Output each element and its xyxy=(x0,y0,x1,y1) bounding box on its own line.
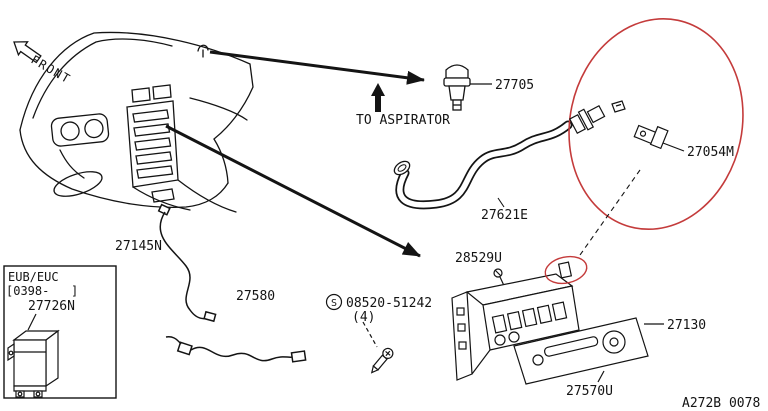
part-label-27705: 27705 xyxy=(495,78,534,93)
leader-27726N xyxy=(27,313,37,331)
label-ref-code: A272B 0078 xyxy=(682,396,760,411)
leader-27570U xyxy=(597,370,605,383)
up-arrow-icon xyxy=(371,83,385,96)
front-arrow-icon xyxy=(13,41,42,64)
dashboard-sketch xyxy=(19,31,254,213)
highlight-ellipse-connector-area xyxy=(568,17,744,231)
screw-08520-drawing xyxy=(325,293,394,374)
instrument-cluster xyxy=(50,113,110,147)
connector-27054M-drawing xyxy=(568,100,685,256)
steering-wheel xyxy=(53,171,103,197)
cable-27145N-drawing xyxy=(157,203,217,323)
hose-27621E-drawing xyxy=(393,120,573,210)
label-screw-qty: (4) xyxy=(352,310,375,325)
callout-arrow-to-control-unit xyxy=(165,124,421,258)
part-label-08520-51242: 08520-51242 xyxy=(346,296,432,311)
sensor-location-stub xyxy=(197,44,209,58)
control-unit-drawing xyxy=(451,261,664,381)
center-vent xyxy=(131,87,151,103)
ecu-27726N-drawing xyxy=(7,313,60,398)
harness-27580-drawing xyxy=(165,336,307,363)
highlight-ellipse-switch xyxy=(544,255,588,285)
faceplate-27570U-drawing xyxy=(513,317,649,385)
control-button xyxy=(536,304,553,324)
label-variant-line2: [0398- ] xyxy=(6,284,78,298)
part-label-27621E: 27621E xyxy=(481,208,528,223)
label-to-aspirator: TO ASPIRATOR xyxy=(356,113,450,128)
center-vent xyxy=(152,84,172,100)
control-button xyxy=(506,310,523,331)
part-label-27580: 27580 xyxy=(236,289,275,304)
part-label-27130: 27130 xyxy=(667,318,706,333)
sensor-27705-drawing xyxy=(443,64,492,111)
part-label-28529U: 28529U xyxy=(455,251,502,266)
label-s-symbol: S xyxy=(331,298,337,309)
aspirator-note: TO ASPIRATOR xyxy=(356,83,450,128)
leader-08520 xyxy=(362,321,378,348)
callout-arrow-to-sensor xyxy=(209,50,425,85)
control-button xyxy=(521,307,538,328)
leader-27054M xyxy=(662,142,685,152)
part-label-27145N: 27145N xyxy=(115,239,162,254)
part-label-27726N: 27726N xyxy=(28,299,75,314)
leader-27621E xyxy=(497,197,505,208)
part-label-27054M: 27054M xyxy=(687,145,734,160)
control-button xyxy=(551,301,568,321)
part-label-27570U: 27570U xyxy=(566,384,613,399)
control-button xyxy=(491,314,508,334)
highlighted-switch xyxy=(557,261,573,279)
label-variant-line1: EUB/EUC xyxy=(8,270,59,284)
variant-box: EUB/EUC [0398- ] 27726N xyxy=(3,265,117,399)
